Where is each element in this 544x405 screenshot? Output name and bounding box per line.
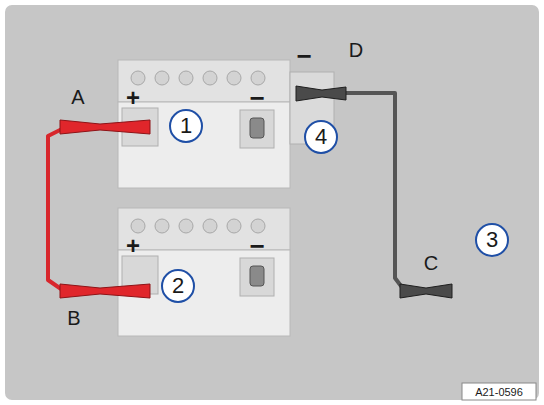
background-panel — [4, 4, 540, 401]
caption-box — [462, 383, 536, 400]
clamp-letter: C — [424, 253, 438, 273]
callout-number: 1 — [180, 115, 192, 137]
callout-circle: 2 — [161, 269, 195, 303]
clamp-letter: B — [67, 308, 80, 328]
negative-cable — [345, 93, 404, 290]
polarity-sign: − — [249, 85, 264, 111]
polarity-sign: − — [249, 233, 264, 259]
figure-code: A21-0596 — [475, 387, 523, 398]
black-clamp — [400, 284, 452, 298]
battery-bottom — [118, 208, 290, 336]
polarity-sign: + — [126, 86, 140, 110]
clamp-letter: A — [71, 87, 84, 107]
callout-circle: 4 — [304, 120, 338, 154]
callout-number: 3 — [486, 229, 498, 251]
callout-circle: 1 — [169, 109, 203, 143]
callout-circle: 3 — [475, 223, 509, 257]
polarity-sign: + — [126, 234, 140, 258]
red-clamp — [60, 284, 150, 298]
callout-number: 2 — [172, 275, 184, 297]
black-clamp — [296, 86, 346, 101]
polarity-sign: − — [296, 43, 311, 69]
clamp-letter: D — [349, 40, 363, 60]
positive-cable — [48, 127, 66, 291]
red-clamp — [60, 120, 150, 134]
callout-number: 4 — [315, 126, 327, 148]
